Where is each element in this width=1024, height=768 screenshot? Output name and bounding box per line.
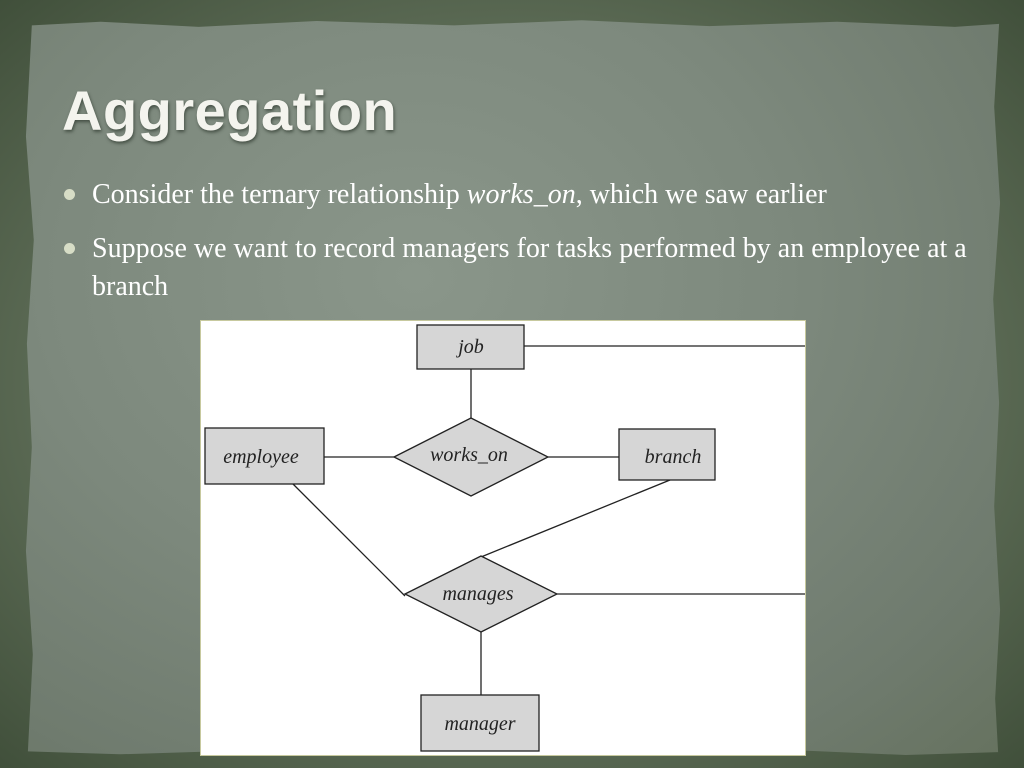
er-diagram-figure: job employee branch manager works_on man… — [200, 320, 806, 756]
bullet-item: Consider the ternary relationship works_… — [62, 176, 972, 214]
bullet-text-before: Consider the ternary relationship — [92, 179, 467, 210]
entity-employee-label: employee — [223, 446, 299, 468]
bullet-item: Suppose we want to record managers for t… — [62, 230, 972, 306]
bullet-text-after: , which we saw earlier — [575, 179, 827, 210]
relationship-works-on-label: works_on — [430, 444, 508, 466]
relationship-manages-label: manages — [442, 583, 513, 605]
bullet-text-emph: works_on — [466, 179, 576, 210]
bullet-list: Consider the ternary relationship works_… — [62, 176, 972, 322]
entity-branch: branch — [618, 428, 716, 481]
entity-manager-label: manager — [444, 713, 515, 735]
relationship-works-on: works_on — [392, 417, 550, 497]
bullet-dot-icon — [64, 189, 75, 200]
entity-employee: employee — [204, 427, 325, 485]
er-diagram: job employee branch manager works_on man… — [204, 324, 805, 752]
entity-job-label: job — [455, 336, 484, 358]
relationship-manages: manages — [403, 555, 559, 633]
slide-title: Aggregation — [62, 79, 398, 142]
employee-manages-line — [292, 483, 406, 597]
entity-job: job — [416, 324, 525, 370]
bullet-text: Suppose we want to record managers for t… — [92, 233, 967, 302]
entity-manager: manager — [420, 694, 540, 752]
entity-branch-label: branch — [645, 446, 702, 468]
branch-manages-line — [480, 479, 671, 558]
bullet-dot-icon — [64, 243, 75, 254]
